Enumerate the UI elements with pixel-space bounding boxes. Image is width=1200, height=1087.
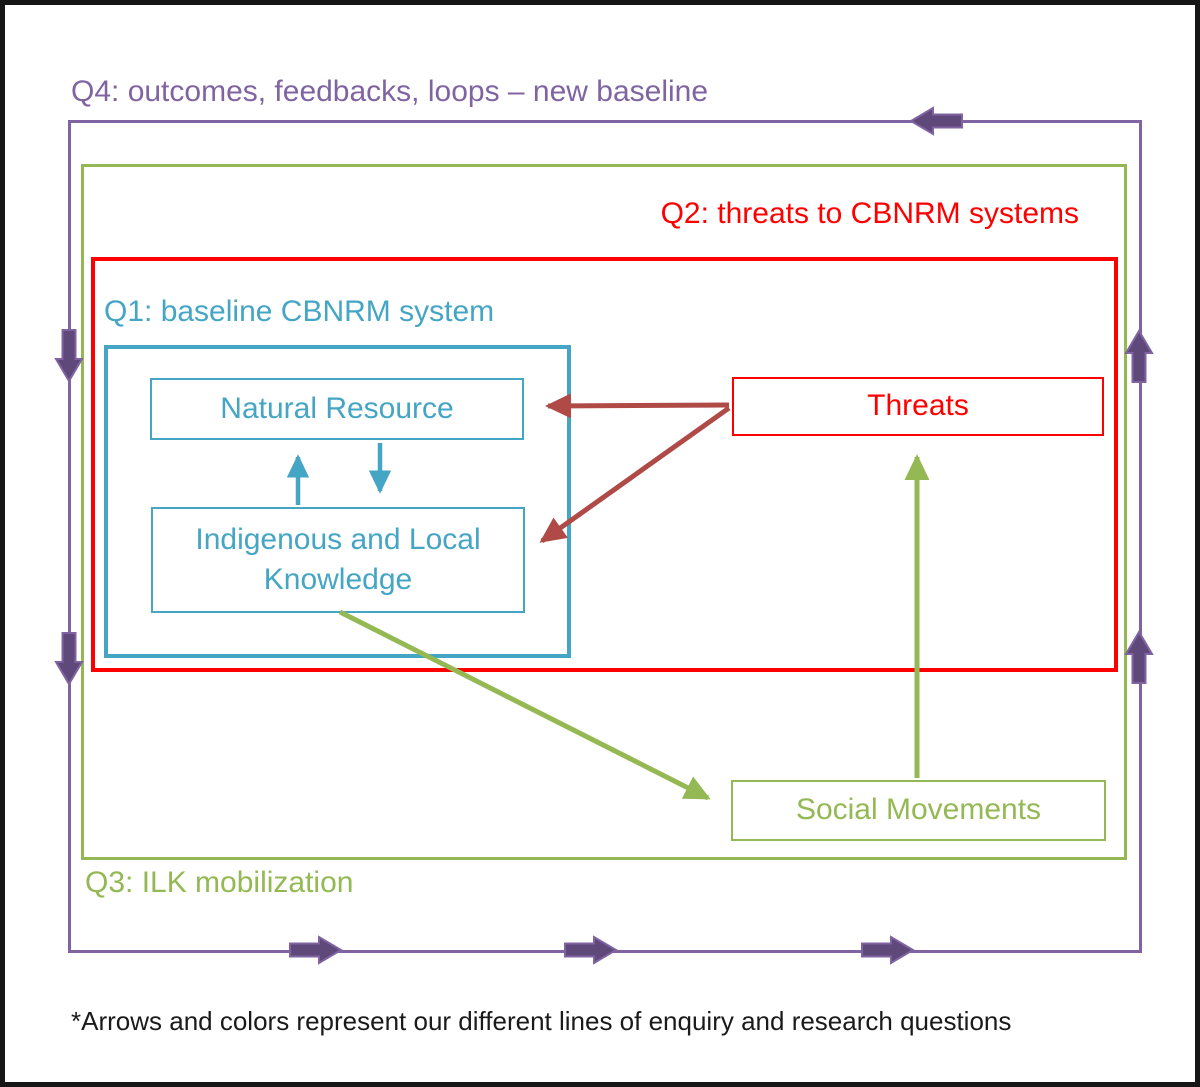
footnote: *Arrows and colors represent our differe…	[71, 1006, 1012, 1036]
label-q1: Q1: baseline CBNRM system	[104, 295, 495, 328]
node-social-movements: Social Movements	[731, 780, 1106, 841]
label-q3: Q3: ILK mobilization	[85, 866, 354, 899]
node-threats: Threats	[732, 377, 1104, 436]
node-natural-resource: Natural Resource	[150, 378, 524, 440]
frame-q3-ilk-mobilization	[81, 164, 1127, 860]
node-indigenous-local-knowledge: Indigenous and Local Knowledge	[151, 507, 525, 613]
label-q4: Q4: outcomes, feedbacks, loops – new bas…	[71, 75, 709, 108]
label-q2: Q2: threats to CBNRM systems	[660, 197, 1079, 230]
